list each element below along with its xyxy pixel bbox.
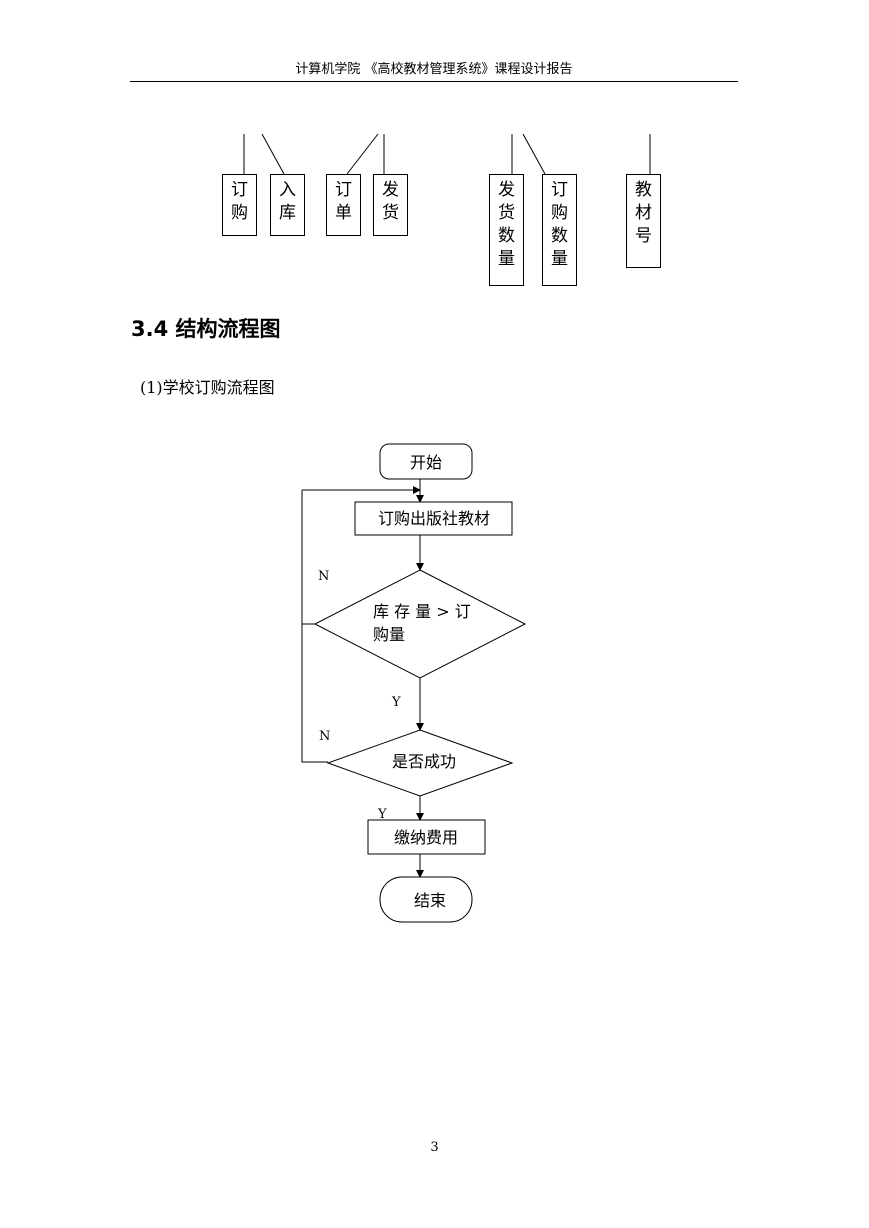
attribute-char: 量 (551, 249, 568, 269)
pay-process-label: 缴纳费用 (394, 828, 458, 847)
attribute-char: 数 (498, 226, 515, 246)
attribute-char: 材 (635, 203, 652, 223)
page-number: 3 (430, 1140, 439, 1155)
section-title: 3.4 结构流程图 (131, 317, 281, 341)
no-loop-line-1 (301, 490, 315, 625)
start-label: 开始 (410, 453, 442, 472)
yes-label-2: Y (377, 807, 387, 822)
stock-decision-line1: 库 存 量 > 订 (373, 602, 471, 621)
attribute-box-ru-ku: 入 库 (270, 174, 305, 236)
attribute-box-ding-gou: 订 购 (222, 174, 257, 236)
attribute-char: 订 (335, 180, 352, 200)
attribute-char: 发 (382, 180, 399, 200)
no-label-2: N (319, 729, 330, 744)
attribute-box-fa-huo-shu-liang: 发 货 数 量 (489, 174, 524, 286)
attribute-box-jiao-cai-hao: 教 材 号 (626, 174, 661, 268)
stock-decision-line2: 购量 (373, 625, 405, 644)
header-rule (130, 81, 738, 82)
attribute-char: 发 (498, 180, 515, 200)
attribute-box-ding-gou-shu-liang: 订 购 数 量 (542, 174, 577, 286)
end-label: 结束 (414, 891, 446, 910)
attribute-char: 订 (551, 180, 568, 200)
attribute-char: 购 (231, 203, 248, 223)
attribute-char: 购 (551, 203, 568, 223)
page-header: 计算机学院 《高校教材管理系统》课程设计报告 (295, 62, 573, 77)
no-loop-line-2 (301, 624, 328, 763)
attribute-char: 号 (635, 226, 652, 246)
connector-line (522, 133, 546, 175)
success-decision-label: 是否成功 (392, 752, 456, 771)
attribute-char: 货 (498, 203, 515, 223)
connector-line (346, 133, 379, 175)
attribute-char: 单 (335, 203, 352, 223)
connector-line (261, 133, 285, 175)
attribute-char: 数 (551, 226, 568, 246)
subsection-label: (1)学校订购流程图 (140, 378, 275, 397)
no-label-1: N (318, 569, 329, 584)
end-terminal (379, 876, 473, 923)
er-connectors (243, 133, 651, 175)
yes-label-1: Y (391, 695, 401, 710)
attribute-char: 量 (498, 249, 515, 269)
start-terminal (379, 443, 473, 480)
pay-process-box (367, 819, 486, 855)
attribute-box-ding-dan: 订 单 (326, 174, 361, 236)
attribute-char: 库 (279, 203, 296, 223)
order-process-box (354, 501, 513, 536)
attribute-char: 货 (382, 203, 399, 223)
attribute-char: 订 (231, 180, 248, 200)
order-process-label: 订购出版社教材 (378, 509, 490, 528)
attribute-char: 入 (279, 180, 296, 200)
stock-decision-diamond (313, 569, 527, 679)
attribute-char: 教 (635, 180, 652, 200)
attribute-box-fa-huo: 发 货 (373, 174, 408, 236)
